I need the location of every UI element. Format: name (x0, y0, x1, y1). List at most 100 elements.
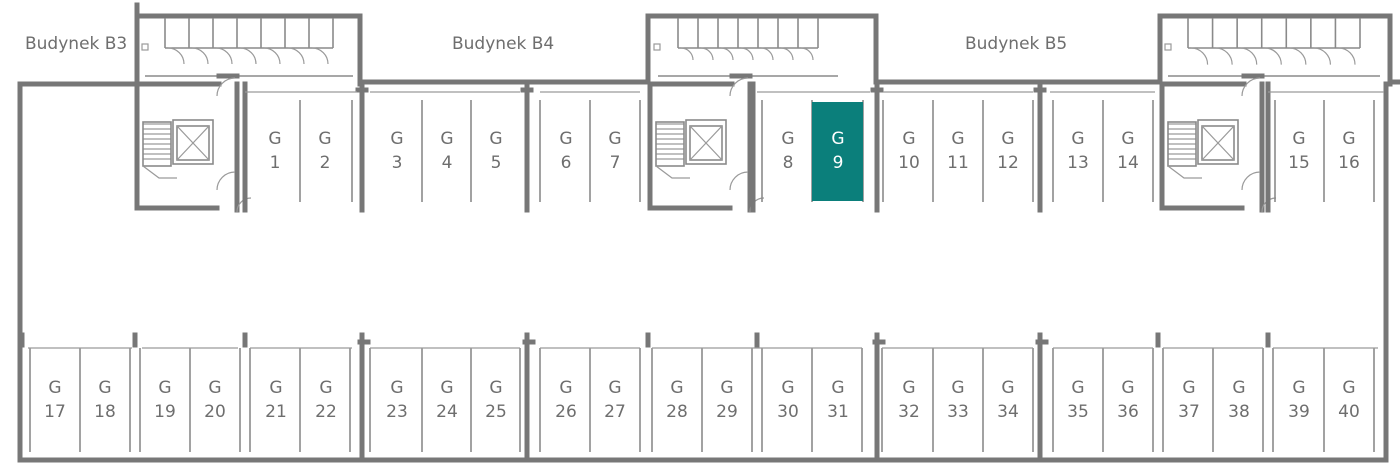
spot-g31[interactable]: G31 (827, 378, 849, 422)
door-arc (216, 77, 236, 97)
spot-number: 20 (204, 402, 226, 422)
building-label-b4: Budynek B4 (452, 34, 554, 54)
spot-g9[interactable]: G9 (831, 129, 844, 173)
door-arc (680, 47, 694, 61)
door-arc (720, 47, 734, 61)
stair-turn (655, 165, 690, 179)
spot-number: 17 (44, 402, 66, 422)
spot-g20[interactable]: G20 (204, 378, 226, 422)
spot-prefix: G (1292, 378, 1305, 398)
spot-number: 30 (777, 402, 799, 422)
core-wall (134, 81, 222, 211)
spot-g1[interactable]: G1 (268, 129, 281, 173)
spot-g2[interactable]: G2 (318, 129, 331, 173)
stair-turn (142, 165, 177, 179)
spot-number: 13 (1067, 153, 1089, 173)
spot-g23[interactable]: G23 (386, 378, 408, 422)
bay-dividers (28, 91, 1384, 452)
spot-g29[interactable]: G29 (716, 378, 738, 422)
spot-number: 38 (1228, 402, 1250, 422)
spot-prefix: G (781, 129, 794, 149)
spot-number: 5 (491, 153, 502, 173)
spot-number: 7 (610, 153, 621, 173)
spot-g12[interactable]: G12 (997, 129, 1019, 173)
spot-g6[interactable]: G6 (559, 129, 572, 173)
spot-prefix: G (670, 378, 683, 398)
spot-prefix: G (1121, 129, 1134, 149)
spot-g18[interactable]: G18 (94, 378, 116, 422)
spot-g15[interactable]: G15 (1288, 129, 1310, 173)
building-label-b5: Budynek B5 (965, 34, 1067, 54)
spot-g17[interactable]: G17 (44, 378, 66, 422)
door-arc (740, 47, 754, 61)
spot-prefix: G (440, 378, 453, 398)
spot-number: 39 (1288, 402, 1310, 422)
spot-g21[interactable]: G 21 (265, 378, 287, 422)
spot-g25[interactable]: G25 (485, 378, 507, 422)
spot-prefix: G (1232, 378, 1245, 398)
spot-g8[interactable]: G8 (781, 129, 794, 173)
spot-g24[interactable]: G24 (436, 378, 458, 422)
outer-walls (17, 2, 1400, 463)
spot-g11[interactable]: G11 (947, 129, 969, 173)
building-label-b3: Budynek B3 (25, 34, 127, 54)
spot-g10[interactable]: G10 (898, 129, 920, 173)
spot-number: 4 (442, 153, 453, 173)
spot-number: 21 (265, 402, 287, 422)
door-arc (1338, 47, 1356, 65)
door-arc (167, 47, 185, 65)
spot-g30[interactable]: G30 (777, 378, 799, 422)
spot-number: 10 (898, 153, 920, 173)
spot-number: 27 (604, 402, 626, 422)
spot-g33[interactable]: G33 (947, 378, 969, 422)
spot-g14[interactable]: G14 (1117, 129, 1139, 173)
spot-number: 19 (154, 402, 176, 422)
spot-g40[interactable]: G40 (1338, 378, 1360, 422)
spot-g35[interactable]: G35 (1067, 378, 1089, 422)
elevator-cross (689, 125, 723, 161)
spot-number: 37 (1178, 402, 1200, 422)
spot-number: 16 (1338, 153, 1360, 173)
stair-block (1167, 121, 1197, 167)
spot-g34[interactable]: G34 (997, 378, 1019, 422)
spot-g36[interactable]: G36 (1117, 378, 1139, 422)
spot-number: 25 (485, 402, 507, 422)
elevator-shaft (172, 119, 214, 165)
spot-g7[interactable]: G7 (608, 129, 621, 173)
spot-g16[interactable]: G 16 (1338, 129, 1360, 173)
spot-prefix: G (1121, 378, 1134, 398)
spot-g38[interactable]: G 38 (1228, 378, 1250, 422)
spot-g5[interactable]: G5 (489, 129, 502, 173)
spot-g22[interactable]: G 22 (315, 378, 337, 422)
door-arc (729, 171, 749, 191)
door-arc (760, 47, 774, 61)
spot-prefix: G (319, 378, 332, 398)
spot-number: 12 (997, 153, 1019, 173)
spot-g26[interactable]: G26 (555, 378, 577, 422)
spot-g27[interactable]: G27 (604, 378, 626, 422)
spot-prefix: G (1182, 378, 1195, 398)
spot-number: 29 (716, 402, 738, 422)
spot-number: 35 (1067, 402, 1089, 422)
spot-number: 6 (561, 153, 572, 173)
door-arc (729, 77, 749, 97)
door-arc (287, 47, 305, 65)
highlighted-spot-g9[interactable] (812, 102, 863, 201)
spot-g28[interactable]: G28 (666, 378, 688, 422)
spot-g37[interactable]: G 37 (1178, 378, 1200, 422)
spot-prefix: G (1342, 129, 1355, 149)
spot-g19[interactable]: G 19 (154, 378, 176, 422)
spot-prefix: G (269, 378, 282, 398)
spot-g13[interactable]: G13 (1067, 129, 1089, 173)
spot-prefix: G (158, 378, 171, 398)
spot-prefix: G (390, 129, 403, 149)
stair-turn (1167, 165, 1202, 179)
utility-box (653, 43, 661, 51)
spot-g4[interactable]: G4 (440, 129, 453, 173)
spot-g32[interactable]: G32 (898, 378, 920, 422)
spot-number: 22 (315, 402, 337, 422)
spot-number: 8 (783, 153, 794, 173)
spot-g3[interactable]: G3 (390, 129, 403, 173)
spot-g39[interactable]: G 39 (1288, 378, 1310, 422)
